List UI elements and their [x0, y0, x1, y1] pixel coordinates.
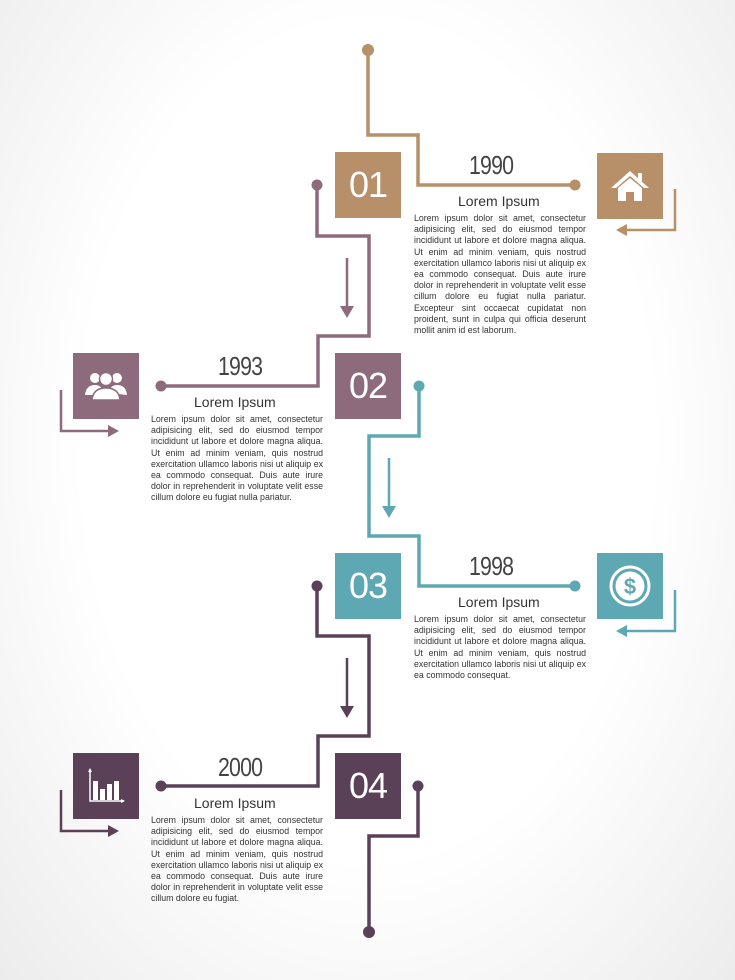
step-3-icon-box: $: [597, 553, 663, 619]
step-4-year: 2000: [218, 752, 263, 782]
icon-arrow-3: [622, 590, 677, 633]
step-3-year: 1998: [469, 551, 514, 581]
connector-step-4-tail: [367, 786, 420, 932]
step-4-icon-box: [73, 753, 139, 819]
step-4-number-box: 04: [335, 753, 401, 819]
step-4-description: Lorem ipsum dolor sit amet, consectetur …: [151, 815, 323, 904]
dot-end: [363, 926, 375, 938]
people-icon: [85, 371, 127, 401]
dot-start: [362, 44, 374, 56]
icon-arrow-2: [59, 390, 113, 433]
bar-chart-icon: [88, 768, 125, 803]
step-1-year: 1990: [469, 150, 514, 180]
svg-text:$: $: [624, 574, 636, 599]
step-2-description: Lorem ipsum dolor sit amet, consectetur …: [151, 414, 323, 503]
connector-step-4: [161, 586, 371, 788]
dollar-icon: $: [609, 565, 651, 607]
step-2-heading: Lorem Ipsum: [194, 394, 276, 410]
step-2-year: 1993: [218, 351, 263, 381]
step-1-heading: Lorem Ipsum: [458, 193, 540, 209]
step-2-icon-box: [73, 353, 139, 419]
icon-arrow-4: [59, 790, 113, 833]
icon-arrow-1: [622, 189, 677, 232]
step-4-number: 04: [348, 765, 388, 806]
step-2-number: 02: [348, 365, 388, 406]
step-4-heading: Lorem Ipsum: [194, 795, 276, 811]
connector-step-2: [161, 185, 371, 388]
step-3-description: Lorem ipsum dolor sit amet, consectetur …: [414, 614, 586, 681]
step-1-number: 01: [348, 164, 388, 205]
step-1-description: Lorem ipsum dolor sit amet, consectetur …: [414, 213, 586, 336]
connector-step-1: [366, 50, 575, 187]
step-3-number-box: 03: [335, 553, 401, 619]
connector-step-3: [367, 386, 575, 588]
step-1-icon-box: [597, 153, 663, 219]
step-3-number: 03: [348, 565, 388, 606]
step-3-heading: Lorem Ipsum: [458, 594, 540, 610]
step-2-number-box: 02: [335, 353, 401, 419]
step-1-number-box: 01: [335, 152, 401, 218]
house-icon: [611, 171, 649, 201]
